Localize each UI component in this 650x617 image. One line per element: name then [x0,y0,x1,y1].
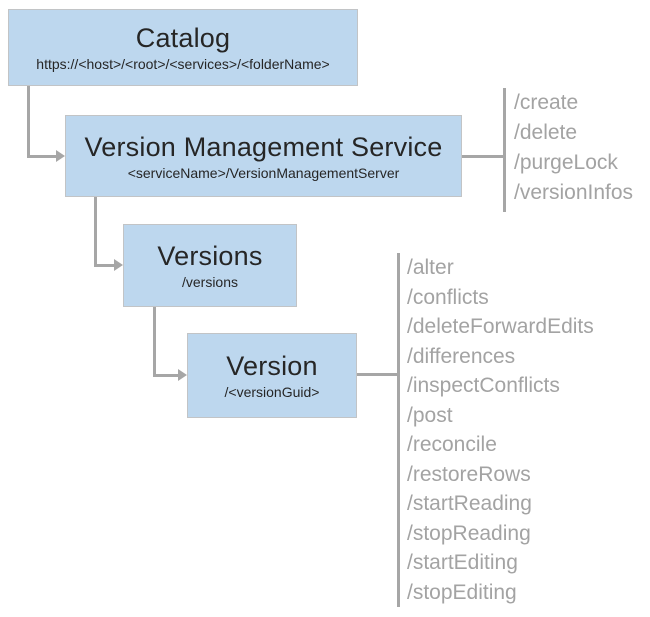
node-versions-url: /versions [181,274,239,290]
node-vms-url: <serviceName>/VersionManagementServer [127,164,400,181]
node-versions-title: Versions [157,241,263,271]
op-reconcile: /reconcile [407,433,497,456]
arrowhead-into-version-icon [178,369,187,381]
node-catalog: Catalog https://<host>/<root>/<services>… [8,9,358,86]
vms-operations-divider-line [503,88,506,212]
arrowhead-into-versions-icon [114,259,123,271]
op-restorerows: /restoreRows [407,462,531,486]
node-catalog-title: Catalog [135,23,231,53]
connector-versions-to-version-horizontal [153,374,178,377]
op-post: /post [407,403,453,427]
node-version-title: Version [226,351,318,381]
op-alter: /alter [407,256,454,279]
op-stopediting: /stopEditing [407,580,517,604]
vms-operations-list: /create /delete /purgeLock /versionInfos [514,88,633,208]
node-version-url: /<versionGuid> [224,384,320,400]
connector-versions-to-version-vertical [153,307,156,376]
node-catalog-url: https://<host>/<root>/<services>/<folder… [36,56,330,72]
version-operations-list: /alter /conflicts /deleteForwardEdits /d… [407,253,594,607]
leader-version-to-operations [357,373,398,376]
node-vms-title: Version Management Service [84,131,443,162]
op-delete: /delete [514,121,578,144]
op-versioninfos: /versionInfos [514,181,634,204]
arrowhead-into-vms-icon [56,150,65,162]
connector-catalog-to-vms-vertical [27,86,30,156]
op-deleteforwardedits: /deleteForwardEdits [407,315,594,338]
version-operations-divider-line [397,253,400,607]
op-startediting: /startEditing [407,551,518,574]
node-version: Version /<versionGuid> [187,333,357,418]
op-inspectconflicts: /inspectConflicts [407,374,560,397]
connector-vms-to-versions-vertical [94,197,97,266]
op-create: /create [514,91,579,114]
op-purgelock: /purgeLock [514,151,618,174]
op-startreading: /startReading [407,492,532,515]
leader-vms-to-operations [462,155,503,158]
node-versions: Versions /versions [123,224,297,307]
connector-catalog-to-vms-horizontal [27,155,56,158]
node-version-management-service: Version Management Service <serviceName>… [65,115,462,197]
connector-vms-to-versions-horizontal [94,264,114,267]
op-stopreading: /stopReading [407,521,531,545]
op-differences: /differences [407,344,516,368]
op-conflicts: /conflicts [407,285,489,309]
